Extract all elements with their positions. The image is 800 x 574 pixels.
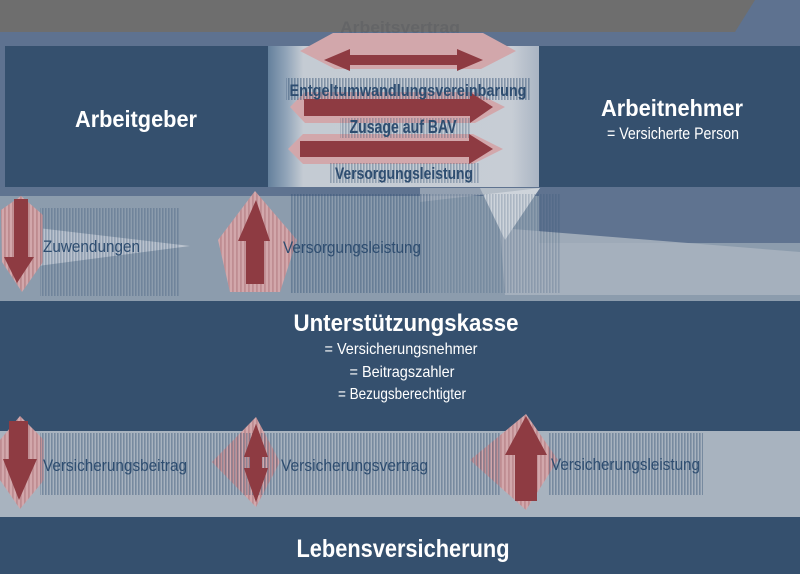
svg-text:Versorgungsleistung: Versorgungsleistung	[335, 164, 473, 183]
svg-text:Versorgungsleistung: Versorgungsleistung	[283, 238, 421, 257]
svg-text:Lebensversicherung: Lebensversicherung	[297, 535, 510, 563]
svg-text:Versicherungsbeitrag: Versicherungsbeitrag	[43, 456, 187, 475]
svg-text:Unterstützungskasse: Unterstützungskasse	[294, 310, 519, 337]
svg-text:= Bezugsberechtigter: = Bezugsberechtigter	[338, 386, 467, 403]
svg-text:= Beitragszahler: = Beitragszahler	[350, 364, 456, 381]
svg-text:Versicherungsleistung: Versicherungsleistung	[551, 455, 700, 474]
svg-text:Arbeitsvertrag: Arbeitsvertrag	[340, 18, 460, 37]
svg-text:Arbeitnehmer: Arbeitnehmer	[601, 95, 743, 121]
svg-text:Zuwendungen: Zuwendungen	[43, 237, 140, 256]
svg-text:Versicherungsvertrag: Versicherungsvertrag	[281, 456, 428, 475]
svg-text:= Versicherungsnehmer: = Versicherungsnehmer	[325, 341, 479, 358]
svg-text:Entgeltumwandlungsvereinbarung: Entgeltumwandlungsvereinbarung	[290, 81, 527, 100]
svg-text:Arbeitgeber: Arbeitgeber	[75, 106, 197, 132]
svg-text:= Versicherte Person: = Versicherte Person	[607, 124, 739, 143]
svg-text:Zusage auf BAV: Zusage auf BAV	[350, 117, 457, 137]
